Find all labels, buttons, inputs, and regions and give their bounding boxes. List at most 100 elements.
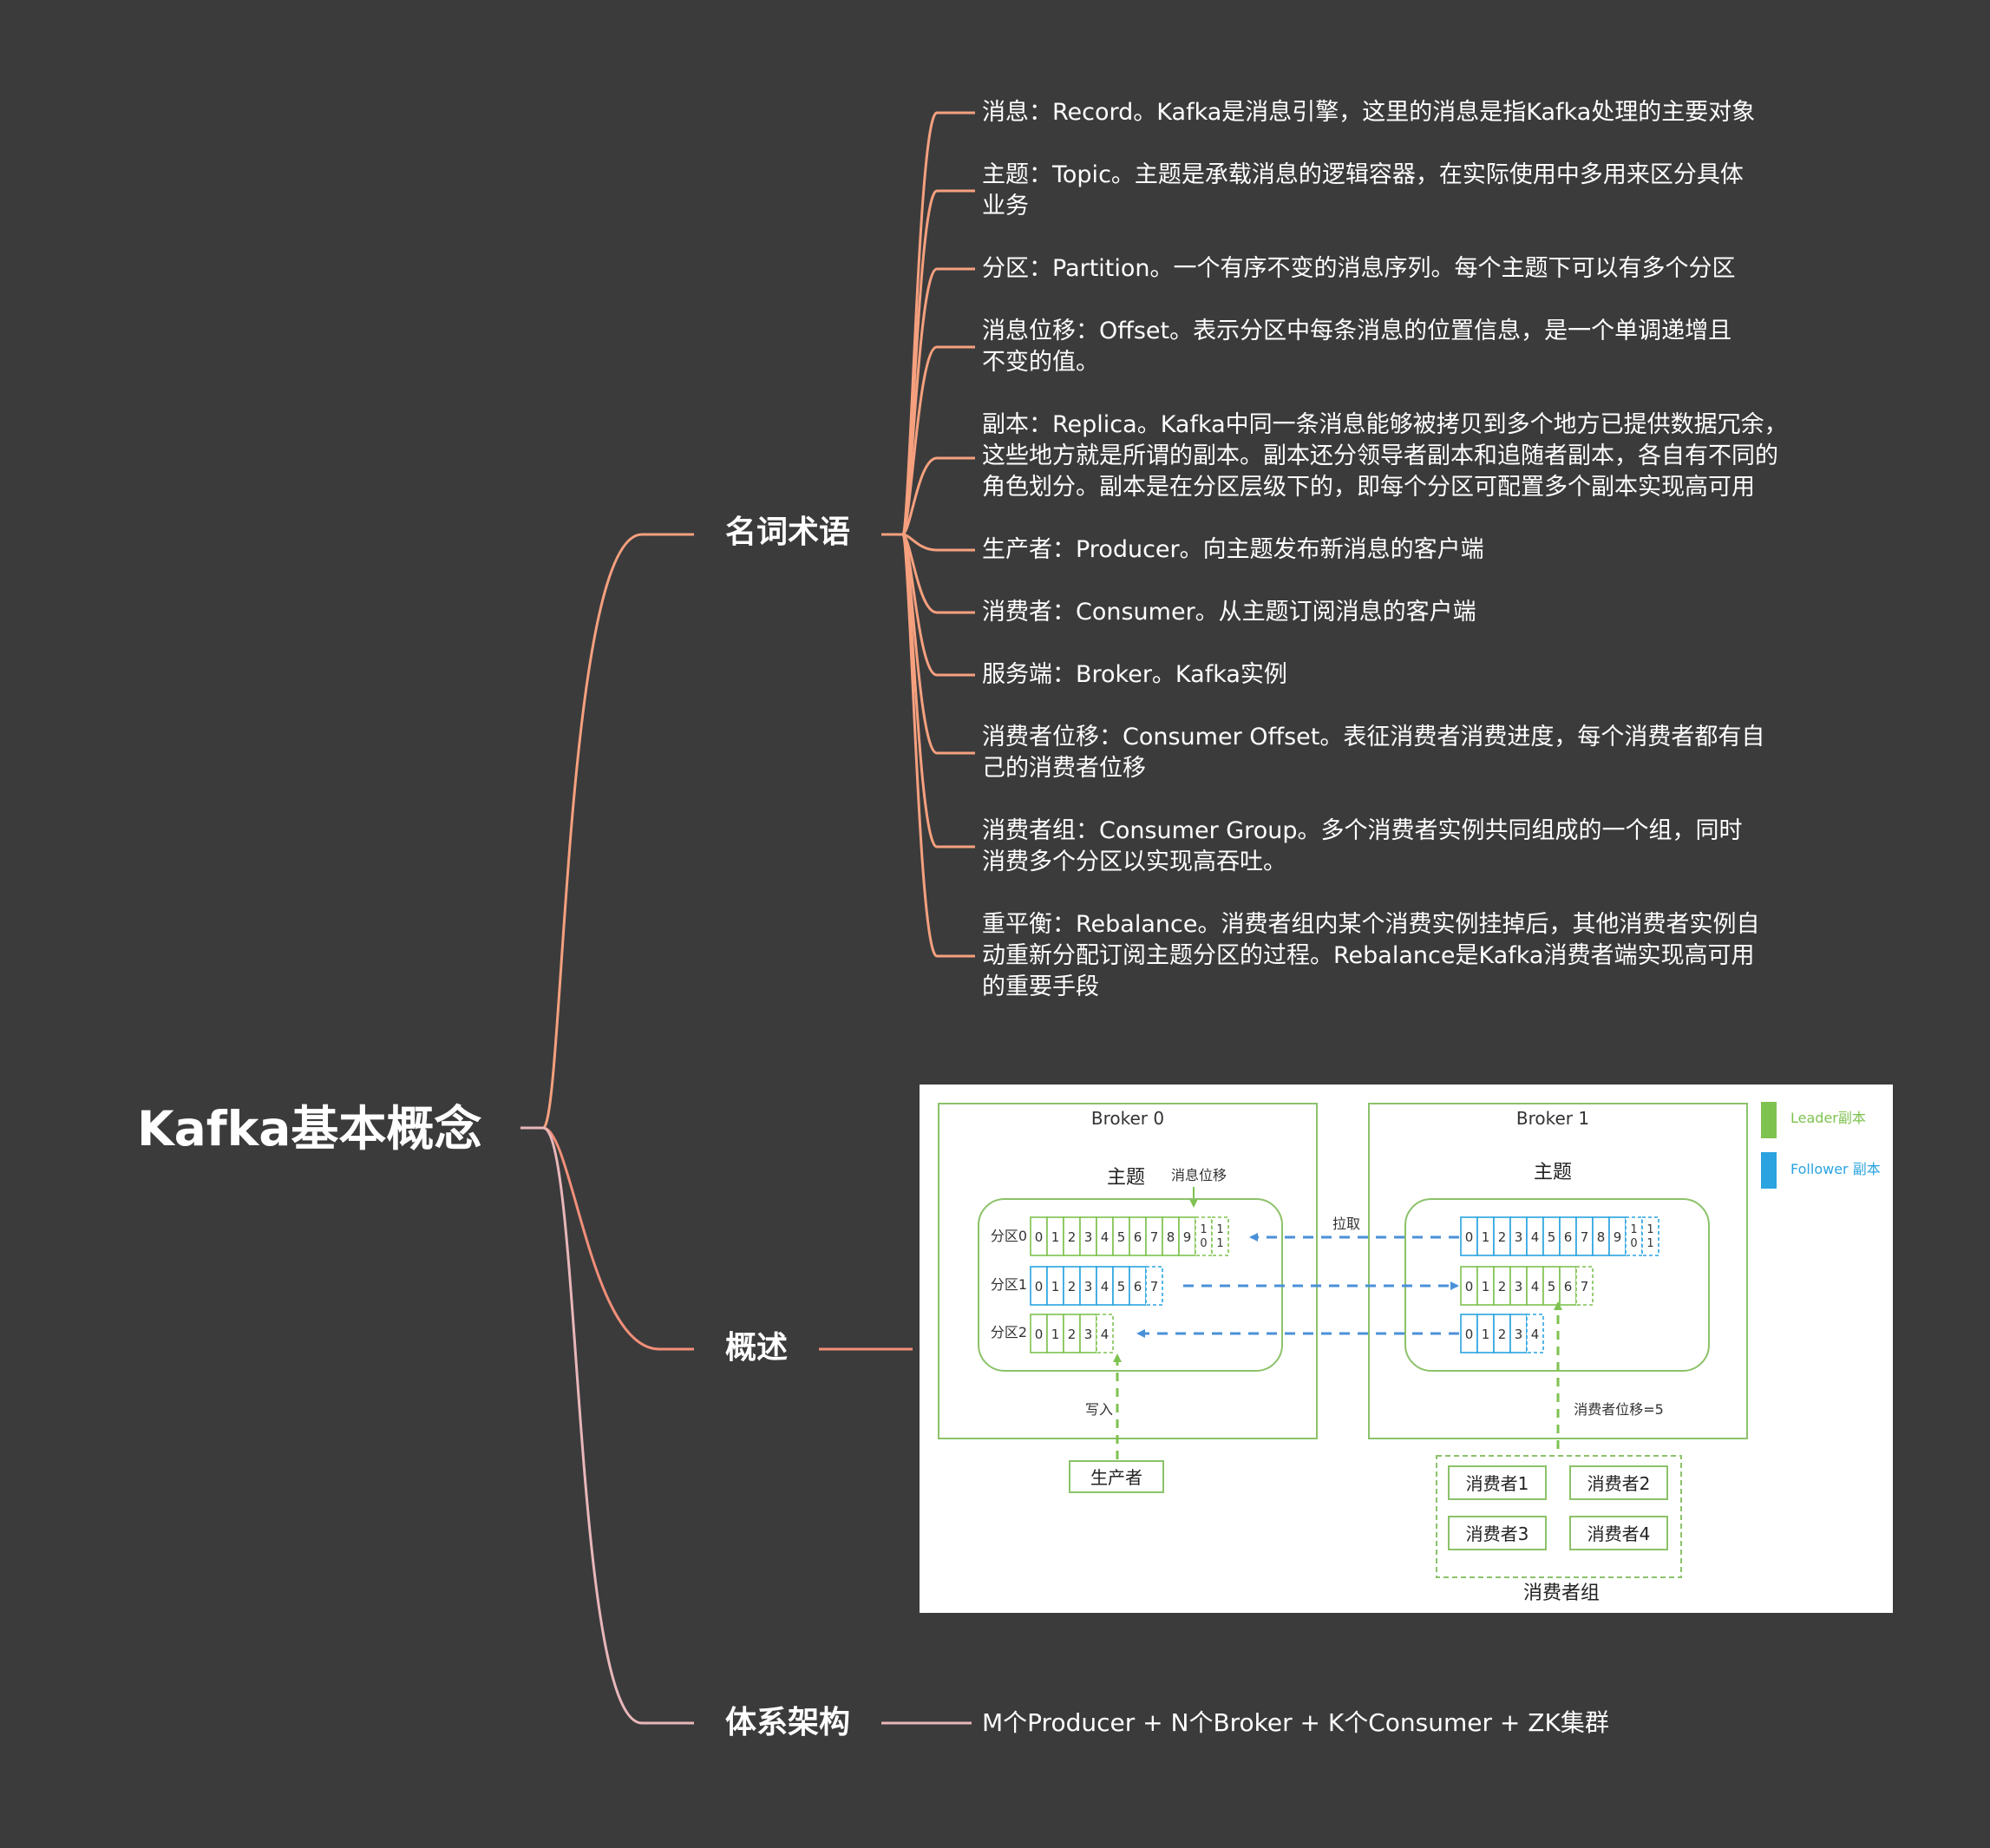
cell-label-b1-p1-1: 1 <box>1482 1279 1490 1294</box>
consumer-group-frame <box>1436 1455 1682 1578</box>
cell-label-b0-p2-1: 1 <box>1051 1327 1060 1342</box>
broker1-frame <box>1368 1103 1748 1439</box>
cell-label-b0-p2-2: 2 <box>1068 1327 1077 1342</box>
term-connector-10 <box>900 533 975 958</box>
offset-label: 消息位移 <box>1171 1167 1227 1183</box>
cell-label-b1-p0-7: 7 <box>1581 1229 1589 1245</box>
broker1-label: Broker 1 <box>1516 1108 1589 1129</box>
cell-label-b0-p0-0: 0 <box>1035 1229 1044 1245</box>
term-consumer-group: 消费者组：Consumer Group。多个消费者实例共同组成的一个组，同时 消… <box>982 817 1743 875</box>
cell-b1-p0-10 <box>1625 1216 1643 1256</box>
connector-root-overview <box>520 1126 694 1351</box>
consumer-offset-label: 消费者位移=5 <box>1574 1401 1664 1418</box>
cell-label-b0-p1-7: 7 <box>1150 1279 1159 1294</box>
consumer2-box <box>1569 1465 1668 1500</box>
cell-label-b0-p0-3: 3 <box>1084 1229 1093 1245</box>
term-broker: 服务端：Broker。Kafka实例 <box>982 661 1287 688</box>
cell-label-b0-p2-0: 0 <box>1035 1327 1044 1342</box>
term-offset: 消息位移：Offset。表示分区中每条消息的位置信息，是一个单调递增且 不变的值… <box>982 318 1732 376</box>
broker0-label: Broker 0 <box>1091 1108 1164 1129</box>
cell-label-b1-p0-0: 0 <box>1465 1229 1474 1245</box>
cell-label-b1-p0-6: 6 <box>1564 1229 1573 1245</box>
kafka-architecture-figure: Broker 0 Broker 1 主题 消息位移 主题 分区0 分区1 分区2… <box>920 1085 1893 1613</box>
term-topic: 主题：Topic。主题是承载消息的逻辑容器，在实际使用中多用来区分具体 业务 <box>982 161 1744 220</box>
cell-label-b0-p0-8: 8 <box>1167 1229 1175 1245</box>
consumer3-label: 消费者3 <box>1466 1524 1529 1544</box>
cell-label-b0-p1-5: 5 <box>1117 1279 1126 1294</box>
branch-terms: 名词术语 <box>725 514 851 550</box>
cell-label-b1-p0-3: 3 <box>1515 1229 1523 1245</box>
cell-label-b1-p2-1: 1 <box>1482 1327 1490 1342</box>
cell-label-b1-p0-1: 1 <box>1482 1229 1490 1245</box>
legend-leader-swatch <box>1761 1102 1777 1138</box>
legend-follower-label: Follower 副本 <box>1790 1161 1881 1177</box>
term-connector-4 <box>900 456 975 536</box>
cell-label-b0-p1-2: 2 <box>1068 1279 1077 1294</box>
cell-label-b1-p1-4: 4 <box>1531 1279 1540 1294</box>
consumer1-label: 消费者1 <box>1466 1473 1529 1494</box>
cell-label-b1-p0-2: 2 <box>1498 1229 1507 1245</box>
cell-label-b0-p0-7: 7 <box>1150 1229 1159 1245</box>
cell-label-b0-p2-4: 4 <box>1101 1327 1110 1342</box>
cell-label-b0-p0-2: 2 <box>1068 1229 1077 1245</box>
consumer4-label: 消费者4 <box>1587 1524 1651 1544</box>
cell-b1-p2-4 <box>1526 1314 1544 1353</box>
term-consumer-offset: 消费者位移：Consumer Offset。表征消费者消费进度，每个消费者都有自… <box>982 724 1765 782</box>
cell-label-b0-p1-1: 1 <box>1051 1279 1060 1294</box>
cell-label-b1-p1-7: 7 <box>1581 1279 1589 1294</box>
cell-label-b1-p2-0: 0 <box>1465 1327 1474 1342</box>
broker0-frame <box>938 1103 1318 1439</box>
consumer2-label: 消费者2 <box>1587 1473 1651 1494</box>
cell-label-b1-p0-8: 8 <box>1597 1229 1606 1245</box>
producer-box <box>1069 1460 1164 1493</box>
consumer4-box <box>1569 1516 1668 1550</box>
write-label: 写入 <box>1085 1401 1113 1418</box>
legend-follower-swatch <box>1761 1152 1777 1189</box>
cell-label-b1-p0-4: 4 <box>1531 1229 1540 1245</box>
cell-label-b1-p1-5: 5 <box>1548 1279 1556 1294</box>
cell-label-b0-p0-9: 9 <box>1183 1229 1192 1245</box>
term-producer: 生产者：Producer。向主题发布新消息的客户端 <box>982 536 1484 563</box>
term-partition: 分区：Partition。一个有序不变的消息序列。每个主题下可以有多个分区 <box>982 255 1736 282</box>
cell-label-b1-p2-2: 2 <box>1498 1327 1507 1342</box>
connector-root-terms <box>520 533 694 1130</box>
cell-label-b0-p0-1: 1 <box>1051 1229 1060 1245</box>
cell-label-b0-p1-6: 6 <box>1134 1279 1142 1294</box>
cell-b0-p2-4 <box>1096 1314 1114 1353</box>
consumer1-box <box>1448 1465 1547 1500</box>
branch-architecture: 体系架构 <box>725 1705 851 1740</box>
branch-overview: 概述 <box>725 1330 789 1366</box>
term-replica: 副本：Replica。Kafka中同一条消息能够被拷贝到多个地方已提供数据冗余，… <box>982 411 1788 501</box>
term-connector-3 <box>900 345 975 536</box>
partition1-label: 分区1 <box>991 1276 1027 1293</box>
cell-label-b1-p0-5: 5 <box>1548 1229 1556 1245</box>
partition0-label: 分区0 <box>991 1228 1027 1244</box>
term-connector-5 <box>901 533 975 552</box>
term-connectors <box>881 111 975 958</box>
cell-label-b1-p2-4: 4 <box>1531 1327 1540 1342</box>
cell-b1-p1-7 <box>1575 1266 1594 1306</box>
cell-b1-p0-11 <box>1641 1216 1659 1256</box>
cell-label-b0-p0-4: 4 <box>1101 1229 1110 1245</box>
topic-label-b1: 主题 <box>1534 1162 1572 1183</box>
producer-label: 生产者 <box>1090 1467 1142 1488</box>
cell-b0-p0-11 <box>1211 1216 1229 1256</box>
term-record: 消息：Record。Kafka是消息引擎，这里的消息是指Kafka处理的主要对象 <box>982 99 1756 126</box>
cell-label-b1-p2-3: 3 <box>1515 1327 1523 1342</box>
term-connector-6 <box>901 533 975 614</box>
pull-label: 拉取 <box>1332 1216 1360 1232</box>
term-rebalance: 重平衡：Rebalance。消费者组内某个消费实例挂掉后，其他消费者实例自 动重… <box>982 911 1760 1000</box>
architecture-text: M个Producer + N个Broker + K个Consumer + ZK集… <box>982 1708 1609 1737</box>
cell-label-b0-p0-5: 5 <box>1117 1229 1126 1245</box>
cell-b0-p1-7 <box>1145 1266 1163 1306</box>
cell-label-b1-p1-2: 2 <box>1498 1279 1507 1294</box>
cell-label-b1-p0-9: 9 <box>1614 1229 1622 1245</box>
cell-label-b1-p1-3: 3 <box>1515 1279 1523 1294</box>
consumer3-box <box>1448 1516 1547 1550</box>
